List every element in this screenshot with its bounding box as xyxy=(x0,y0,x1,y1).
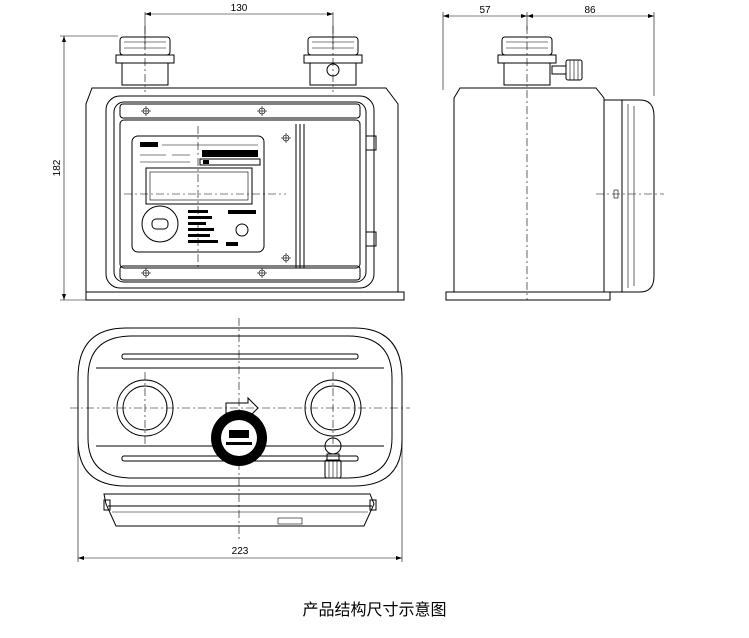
dimension-inlet-spacing: 130 xyxy=(144,3,334,44)
meter-base-side xyxy=(445,291,611,301)
meter-body-top xyxy=(77,327,403,487)
hinge-area xyxy=(295,124,377,268)
dimension-label-57: 57 xyxy=(479,5,491,16)
dimension-overall-width: 223 xyxy=(77,440,403,562)
nameplate-panel xyxy=(124,126,286,268)
front-view: 130 182 xyxy=(52,3,405,301)
battery-cover-top xyxy=(103,493,375,527)
dimension-label-182: 182 xyxy=(52,159,63,176)
brand-logo-icon xyxy=(140,142,158,147)
top-view: 223 xyxy=(70,318,410,562)
dimension-label-130: 130 xyxy=(231,3,248,14)
lcd-display xyxy=(145,167,253,205)
meter-body-side xyxy=(453,87,605,293)
front-frame-outer xyxy=(105,95,375,289)
brand-seal-icon xyxy=(211,410,267,466)
side-view: 57 86 xyxy=(442,5,664,301)
meter-body-front xyxy=(85,87,399,293)
top-slot-upper xyxy=(121,353,359,360)
drawing-caption: 产品结构尺寸示意图 xyxy=(302,600,447,619)
outlet-connector-right xyxy=(303,26,363,92)
meter-base-front xyxy=(85,291,405,301)
dial-icon xyxy=(141,205,179,243)
side-connector xyxy=(497,26,583,300)
dimension-height: 182 xyxy=(52,35,118,301)
top-valve-knob-icon xyxy=(324,437,342,479)
dimension-side-depth: 57 86 xyxy=(442,5,655,96)
dimension-label-86: 86 xyxy=(584,5,596,16)
battery-cover-side xyxy=(604,99,655,293)
inlet-connector-left xyxy=(115,26,175,92)
dimension-label-223: 223 xyxy=(232,546,249,557)
screw-icons xyxy=(141,106,291,278)
